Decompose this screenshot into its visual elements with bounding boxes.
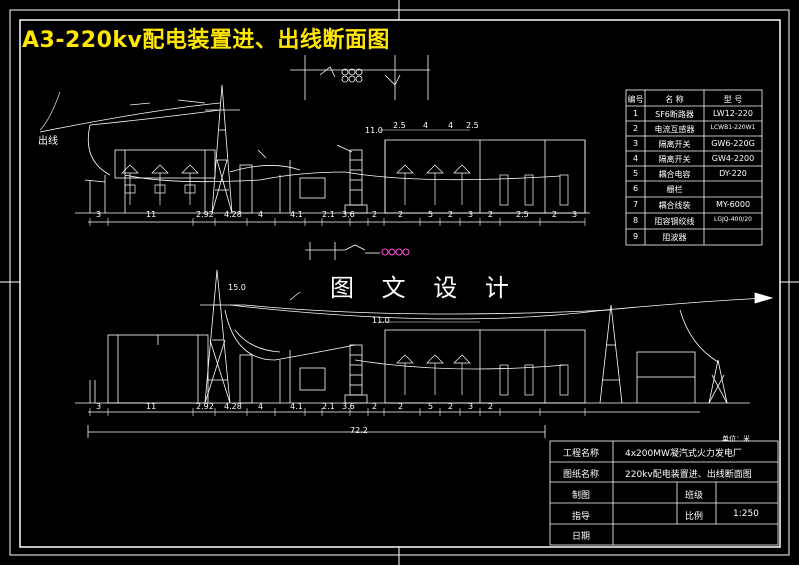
table-cell: 阻波器 xyxy=(662,233,687,242)
top-dim: 4.28 xyxy=(224,210,242,219)
drawing-title: A3-220kv配电装置进、出线断面图 xyxy=(22,28,390,53)
drawing-name-label: 图纸名称 xyxy=(563,470,600,480)
top-dim: 3 xyxy=(468,210,474,219)
table-cell: 耦合线装 xyxy=(658,201,691,210)
top-dim: 2 xyxy=(398,210,404,219)
table-cell: 2 xyxy=(632,124,639,133)
bus-dim: 2.5 xyxy=(466,121,479,130)
draw-label: 制图 xyxy=(572,491,591,501)
date-label: 日期 xyxy=(572,532,591,542)
bottom-dim: 3 xyxy=(468,402,474,411)
table-cell: GW4-2200 xyxy=(711,154,755,163)
bus-dim: 4 xyxy=(448,121,454,130)
bottom-dim: 4.28 xyxy=(224,402,242,411)
table-header-model: 型 号 xyxy=(723,95,743,104)
project-name-value: 4x200MW凝汽式火力发电厂 xyxy=(625,449,742,459)
table-cell: 7 xyxy=(632,200,639,209)
top-dim: 4.1 xyxy=(290,210,303,219)
table-cell: 8 xyxy=(632,216,639,225)
class-label: 班级 xyxy=(685,491,704,501)
bottom-dim: 2 xyxy=(372,402,378,411)
top-dim: 5 xyxy=(428,210,434,219)
outgoing-line-label: 出线 xyxy=(38,136,58,147)
unit-label: 单位：米 xyxy=(722,435,750,443)
scale-label: 比例 xyxy=(685,512,704,522)
top-dim: 3 xyxy=(572,210,578,219)
watermark-text: 图 文 设 计 xyxy=(330,274,519,302)
table-header-name: 名 称 xyxy=(665,95,684,104)
table-cell: 1 xyxy=(632,109,639,118)
table-cell: LW12-220 xyxy=(713,109,753,118)
top-dim: 3 xyxy=(96,210,102,219)
table-cell: GW6-220G xyxy=(711,139,755,148)
table-cell: 隔离开关 xyxy=(658,140,691,149)
table-cell: 隔离开关 xyxy=(658,155,691,164)
total-length-label: 72.2 xyxy=(350,426,368,435)
top-dim: 2.5 xyxy=(516,210,529,219)
bus-dim: 4 xyxy=(423,121,429,130)
top-height-label: 11.0 xyxy=(365,126,383,135)
top-dim: 2.1 xyxy=(322,210,335,219)
table-cell: 3 xyxy=(632,139,639,148)
top-dim: 4 xyxy=(258,210,264,219)
drawing-name-value: 220kv配电装置进、出线断面图 xyxy=(625,470,752,480)
bus-dim: 2.5 xyxy=(393,121,406,130)
bottom-dim: 11 xyxy=(146,402,157,411)
pylon-height-label: 15.0 xyxy=(228,283,246,292)
table-cell: DY-220 xyxy=(719,169,747,178)
table-cell: 6 xyxy=(632,184,639,193)
top-dim: 11 xyxy=(146,210,157,219)
top-dim: 2 xyxy=(448,210,454,219)
table-header-number: 编号 xyxy=(627,95,644,104)
table-cell: SF6断路器 xyxy=(655,110,694,119)
top-dim: 2 xyxy=(488,210,494,219)
table-cell: LGJQ-400/20 xyxy=(714,216,752,223)
bottom-dim: 2 xyxy=(448,402,454,411)
top-dim: 2 xyxy=(552,210,558,219)
bottom-dim: 5 xyxy=(428,402,434,411)
table-cell: MY-6000 xyxy=(715,200,751,209)
bottom-height-label: 11.0 xyxy=(372,316,390,325)
bottom-dim: 2 xyxy=(398,402,404,411)
scale-value: 1:250 xyxy=(733,509,759,519)
guide-label: 指导 xyxy=(572,512,591,522)
bottom-dim: 2.1 xyxy=(322,402,335,411)
bottom-dim: 4 xyxy=(258,402,264,411)
table-cell: 栅栏 xyxy=(666,185,683,194)
project-name-label: 工程名称 xyxy=(563,449,600,459)
table-cell: 5 xyxy=(632,169,639,178)
top-dim: 2 xyxy=(372,210,378,219)
table-cell: 电流互感器 xyxy=(654,125,695,134)
bottom-dim: 3.6 xyxy=(342,402,355,411)
top-dim: 2.92 xyxy=(196,210,214,219)
table-cell: 阻容钢绞线 xyxy=(654,217,695,226)
table-cell: 耦合电容 xyxy=(658,170,691,179)
bottom-dim: 2 xyxy=(488,402,494,411)
top-dim: 3.6 xyxy=(342,210,355,219)
table-cell: LCWB1-220W1 xyxy=(710,124,756,131)
bottom-dim: 3 xyxy=(96,402,102,411)
bottom-dim: 4.1 xyxy=(290,402,303,411)
bottom-dim: 2.92 xyxy=(196,402,214,411)
table-cell: 4 xyxy=(632,154,639,163)
table-cell: 9 xyxy=(632,232,639,241)
